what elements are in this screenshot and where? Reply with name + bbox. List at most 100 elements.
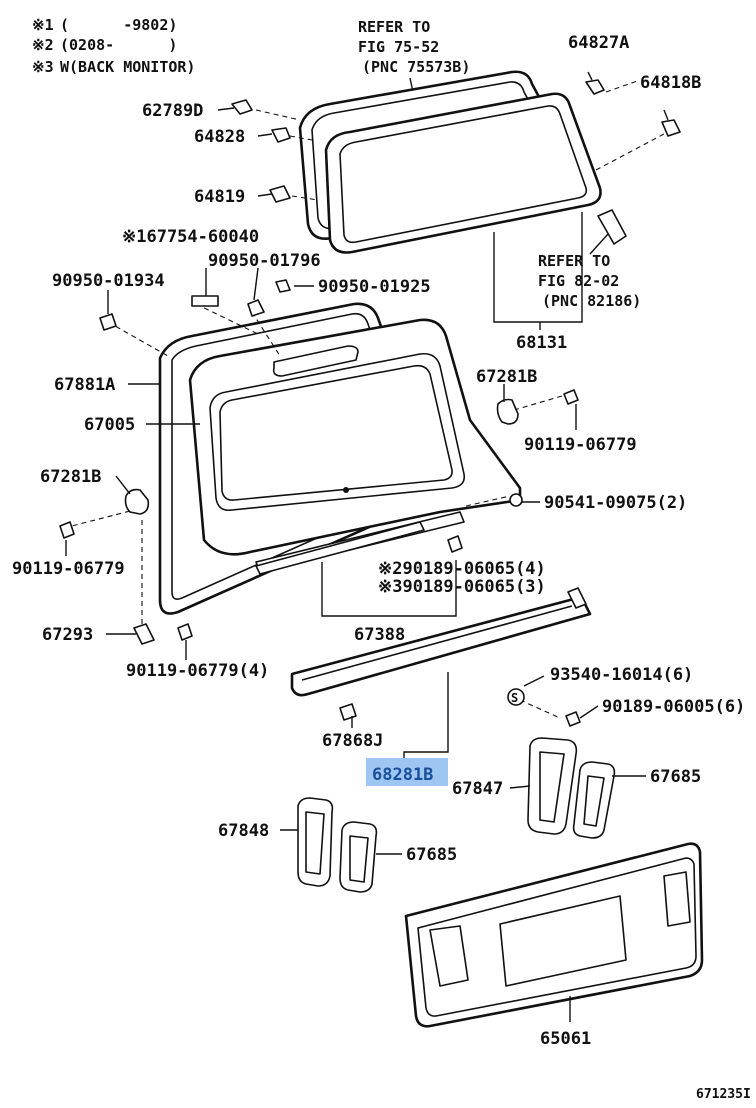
refer-glass-line3: (PNC 75573B) xyxy=(362,58,470,76)
screw-90189-06005 xyxy=(565,711,581,727)
label-67281B-left[interactable]: 67281B xyxy=(40,467,101,487)
leader-68281B xyxy=(403,672,449,760)
clip-90950-01796 xyxy=(247,299,265,317)
wiper-leader xyxy=(589,233,609,255)
note-2-text: (0208- ) xyxy=(60,36,177,54)
label-64819[interactable]: 64819 xyxy=(194,187,245,207)
label-67881A[interactable]: 67881A xyxy=(54,375,115,395)
label-67848[interactable]: 67848 xyxy=(218,821,269,841)
label-67293[interactable]: 67293 xyxy=(42,625,93,645)
label-67685-right[interactable]: 67685 xyxy=(650,767,701,787)
clip-64828-body xyxy=(271,127,291,143)
label-90119-06779-right[interactable]: 90119-06779 xyxy=(524,435,637,455)
glass-panel-inner xyxy=(339,105,588,244)
dash-90950-01934 xyxy=(107,321,169,357)
label-67754-60040[interactable]: ※167754-60040 xyxy=(122,227,259,247)
door-emblem-mark xyxy=(343,487,349,493)
note-1-symbol: ※1 xyxy=(32,16,54,34)
dash-67754 xyxy=(195,303,259,335)
back-door xyxy=(158,302,522,615)
figure-code: 671235I xyxy=(696,1087,751,1102)
stop-lamp xyxy=(272,345,359,377)
clip-90950-01934 xyxy=(99,313,117,331)
garnish-rail-68281B xyxy=(290,587,592,697)
seal-67685-left xyxy=(339,821,378,893)
clip-62789D xyxy=(231,99,253,115)
refer-wiper-line2: FIG 82-02 xyxy=(538,272,619,290)
seal-67685-right xyxy=(572,761,616,839)
clip-90541-09075 xyxy=(509,493,523,507)
garnish-rail-edge xyxy=(301,605,573,681)
dash-90119-l xyxy=(63,509,135,529)
nut-90189-06065 xyxy=(447,535,463,553)
refer-wiper-line1: REFER TO xyxy=(538,252,610,270)
label-65061[interactable]: 65061 xyxy=(540,1029,591,1049)
refer-glass-note: REFER TO FIG 75-52 (PNC 75573B) xyxy=(358,18,470,76)
wiper-pivot xyxy=(597,209,627,245)
label-90541-09075[interactable]: 90541-09075(2) xyxy=(544,493,687,513)
label-90189-06005[interactable]: 90189-06005(6) xyxy=(602,697,745,717)
back-window-glass xyxy=(298,70,602,254)
stopper-67293 xyxy=(133,623,155,645)
label-90189-06065-3[interactable]: ※390189-06065(3) xyxy=(378,577,546,597)
label-90950-01925[interactable]: 90950-01925 xyxy=(318,277,431,297)
dash-64819 xyxy=(291,195,319,201)
svg-text:S: S xyxy=(511,691,518,705)
clip-67868J xyxy=(339,703,357,721)
note-2-symbol: ※2 xyxy=(32,36,54,54)
garnish-67388 xyxy=(255,521,425,575)
refer-glass-line2: FIG 75-52 xyxy=(358,38,439,56)
clip-64819 xyxy=(269,185,291,203)
stopper-67281B-left xyxy=(124,488,150,515)
dash-93540 xyxy=(519,699,561,719)
label-90189-06065-4[interactable]: ※290189-06065(4) xyxy=(378,559,546,579)
label-90950-01934[interactable]: 90950-01934 xyxy=(52,271,165,291)
label-90119-06779-left[interactable]: 90119-06779 xyxy=(12,559,125,579)
dash-67281B-r xyxy=(513,395,563,411)
tag-67754 xyxy=(191,295,219,307)
clip-64827A xyxy=(585,71,605,95)
clip-64818B-body xyxy=(661,119,681,137)
label-68281B-highlighted[interactable]: 68281B xyxy=(372,765,433,785)
label-67868J[interactable]: 67868J xyxy=(322,731,383,751)
label-67685-left[interactable]: 67685 xyxy=(406,845,457,865)
label-67281B-right[interactable]: 67281B xyxy=(476,367,537,387)
note-3-symbol: ※3 xyxy=(32,58,54,76)
dash-64827A xyxy=(605,79,641,93)
trim-board-recess xyxy=(499,895,627,987)
label-93540-16014[interactable]: 93540-16014(6) xyxy=(550,665,693,685)
screw-93540-16014: S xyxy=(507,688,525,706)
dash-62789D xyxy=(255,109,301,121)
label-67005[interactable]: 67005 xyxy=(84,415,135,435)
wiper-pivot-body xyxy=(597,209,627,245)
screw-90119-06779-4 xyxy=(177,623,193,641)
note-1-text: ( -9802) xyxy=(60,16,177,34)
label-90950-01796[interactable]: 90950-01796 xyxy=(208,251,321,271)
label-64828[interactable]: 64828 xyxy=(194,127,245,147)
door-window-frame-inner xyxy=(219,364,453,501)
clip-62789D-body xyxy=(231,99,253,115)
refer-wiper-line3: (PNC 82186) xyxy=(542,292,641,310)
label-67388[interactable]: 67388 xyxy=(354,625,405,645)
label-64818B[interactable]: 64818B xyxy=(640,73,701,93)
note-3-text: W(BACK MONITOR) xyxy=(60,58,195,76)
refer-glass-line1: REFER TO xyxy=(358,18,430,36)
screw-90119-06779-left xyxy=(59,521,75,539)
dash-64828 xyxy=(289,135,313,141)
label-67847[interactable]: 67847 xyxy=(452,779,503,799)
label-62789D[interactable]: 62789D xyxy=(142,101,203,121)
screw-90119-06779-right xyxy=(563,389,579,405)
clip-64828 xyxy=(271,127,291,143)
footnotes: ※1 ( -9802) ※2 (0208- ) ※3 W(BACK MONITO… xyxy=(32,16,195,76)
label-68131[interactable]: 68131 xyxy=(516,333,567,353)
trim-board-65061 xyxy=(404,842,704,1028)
dash-90541 xyxy=(465,495,511,507)
garnish-rail-end xyxy=(567,587,587,609)
label-64827A[interactable]: 64827A xyxy=(568,33,629,53)
clip-64827A-body xyxy=(585,79,605,95)
trim-board-left-pocket xyxy=(429,925,469,987)
seal-67847 xyxy=(527,737,578,835)
label-90119-06779-4[interactable]: 90119-06779(4) xyxy=(126,661,269,681)
dash-64818B xyxy=(595,133,665,171)
